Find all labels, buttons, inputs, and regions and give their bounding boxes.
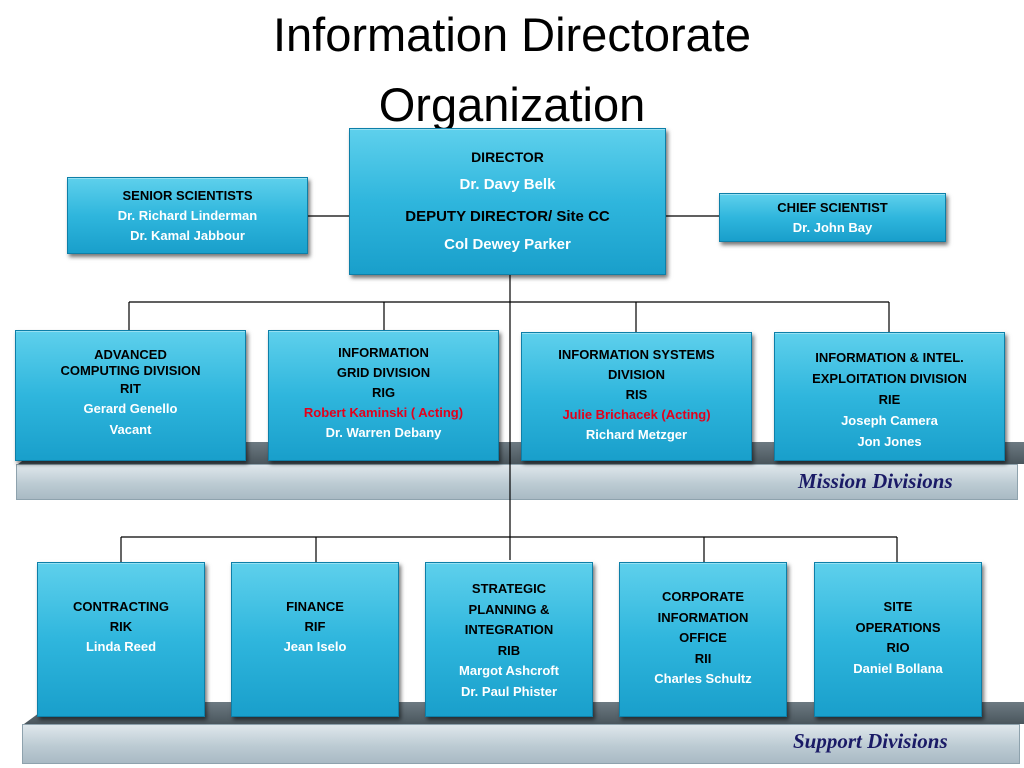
division-acting-chief: Julie Brichacek (Acting) (562, 407, 711, 422)
division-title-line: STRATEGIC (471, 581, 547, 596)
division-title-line: EXPLOITATION DIVISION (812, 371, 967, 386)
division-code: RIS (625, 387, 648, 402)
title-line-1: Information Directorate (272, 8, 752, 61)
division-title-line: PLANNING & (468, 601, 550, 617)
division-title-line: INFORMATION SYSTEMS (558, 347, 715, 362)
division-code: RIB (497, 642, 521, 658)
division-person: Gerard Genello (83, 401, 178, 416)
mission-divisions-shelf (16, 464, 1018, 500)
chief-scientist-box: CHIEF SCIENTIST Dr. John Bay (719, 193, 946, 242)
director-role: DIRECTOR (471, 149, 544, 165)
division-person: Charles Schultz (654, 671, 752, 686)
senior-scientists-role: SENIOR SCIENTISTS (122, 188, 253, 203)
division-code: RII (694, 650, 712, 666)
division-person: Vacant (109, 422, 152, 437)
support-divisions-shelf (22, 724, 1020, 764)
chief-scientist-name: Dr. John Bay (792, 220, 873, 235)
division-person: Richard Metzger (585, 427, 688, 442)
senior-scientist-name: Dr. Richard Linderman (117, 208, 258, 223)
page-title: Information Directorate Organization (0, 0, 1024, 140)
division-person: Dr. Paul Phister (460, 683, 558, 699)
division-code: RIK (109, 618, 133, 634)
deputy-director-role: DEPUTY DIRECTOR/ Site CC (405, 208, 610, 225)
mission-divisions-label: Mission Divisions (798, 469, 953, 493)
division-person: Dr. Warren Debany (325, 425, 442, 440)
division-title-line: INFORMATION (657, 609, 749, 625)
division-title-line: INFORMATION & INTEL. (815, 350, 964, 365)
division-box-rit: ADVANCED COMPUTING DIVISION RIT Gerard G… (15, 330, 246, 461)
chief-scientist-role: CHIEF SCIENTIST (777, 200, 888, 215)
division-title-line: OPERATIONS (855, 619, 941, 635)
division-box-rif: FINANCE RIF Jean Iselo (231, 562, 399, 717)
division-box-rig: INFORMATION GRID DIVISION RIG Robert Kam… (268, 330, 499, 461)
division-person: Jean Iselo (283, 638, 347, 654)
division-title-line: CORPORATE (661, 589, 745, 604)
division-box-rik: CONTRACTING RIK Linda Reed (37, 562, 205, 717)
division-title-line: ADVANCED (94, 347, 167, 362)
deputy-director-name: Col Dewey Parker (444, 236, 571, 253)
division-title-line: OFFICE (679, 630, 727, 645)
division-person: Margot Ashcroft (459, 663, 559, 678)
division-person: Jon Jones (857, 434, 922, 449)
division-title-line: COMPUTING DIVISION (60, 363, 201, 378)
director-name: Dr. Davy Belk (459, 176, 556, 193)
division-box-rib: STRATEGIC PLANNING & INTEGRATION RIB Mar… (425, 562, 593, 717)
support-divisions-label: Support Divisions (793, 729, 948, 753)
division-box-rii: CORPORATE INFORMATION OFFICE RII Charles… (619, 562, 787, 717)
senior-scientists-box: SENIOR SCIENTISTS Dr. Richard Linderman … (67, 177, 308, 254)
division-title-line: INFORMATION (338, 345, 429, 360)
division-code: RIF (304, 618, 326, 634)
title-line-2: Organization (378, 78, 646, 131)
division-title-line: SITE (883, 599, 913, 614)
division-title-line: FINANCE (286, 598, 344, 614)
division-box-ris: INFORMATION SYSTEMS DIVISION RIS Julie B… (521, 332, 752, 461)
division-title-line: DIVISION (607, 367, 666, 382)
division-title-line: INTEGRATION (464, 622, 554, 637)
division-code: RIG (371, 385, 396, 400)
director-box: DIRECTOR Dr. Davy Belk DEPUTY DIRECTOR/ … (349, 128, 666, 275)
division-box-rio: SITE OPERATIONS RIO Daniel Bollana (814, 562, 982, 717)
division-code: RIO (886, 640, 910, 655)
division-title-line: GRID DIVISION (336, 365, 431, 380)
division-code: RIT (120, 381, 141, 396)
division-title-line: CONTRACTING (72, 598, 170, 614)
senior-scientist-name: Dr. Kamal Jabbour (130, 228, 245, 243)
division-person: Daniel Bollana (853, 660, 943, 676)
division-box-rie: INFORMATION & INTEL. EXPLOITATION DIVISI… (774, 332, 1005, 461)
division-acting-chief: Robert Kaminski ( Acting) (303, 405, 464, 420)
division-person: Linda Reed (85, 638, 157, 654)
division-code: RIE (878, 392, 901, 407)
division-person: Joseph Camera (841, 413, 938, 428)
